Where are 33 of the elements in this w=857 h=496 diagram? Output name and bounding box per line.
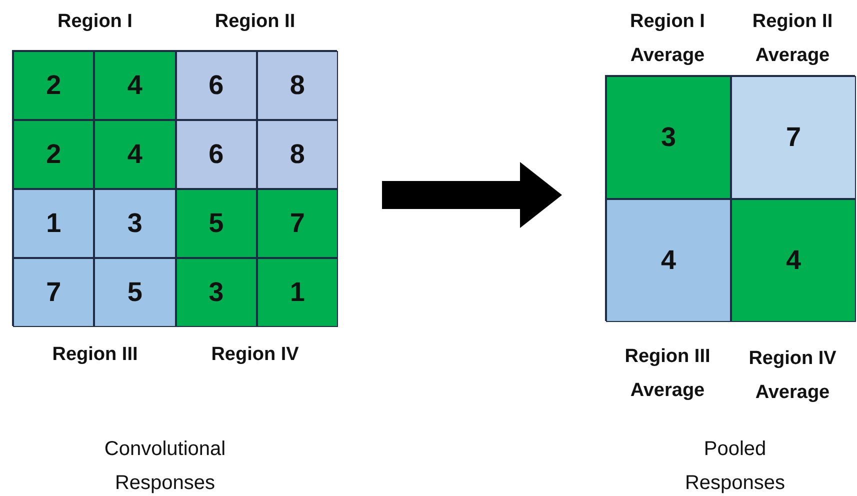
grid-cell: 8 <box>256 120 338 189</box>
grid-background <box>605 75 855 321</box>
grid-cell: 7 <box>731 76 856 199</box>
grid-cell: 3 <box>176 258 257 327</box>
region-label: Region I Average <box>629 10 706 68</box>
caption-text: Pooled Responses <box>684 437 786 496</box>
caption-text: Convolutional Responses <box>103 437 227 496</box>
grid-cell: 4 <box>94 120 176 189</box>
grid-cell: 7 <box>256 189 338 258</box>
grid-cell: 8 <box>256 51 338 120</box>
grid-cell: 6 <box>176 120 257 189</box>
grid-cell: 4 <box>731 199 856 322</box>
grid-cell: 7 <box>13 258 94 327</box>
grid-cell: 6 <box>176 51 257 120</box>
grid-cell: 1 <box>256 258 338 327</box>
grid-cell: 3 <box>94 189 176 258</box>
grid-cell: 4 <box>94 51 176 120</box>
region-label: Region II <box>214 10 296 34</box>
grid-cell: 5 <box>176 189 257 258</box>
arrow <box>382 162 562 228</box>
grid-cell: 4 <box>606 199 731 322</box>
grid-cell: 5 <box>94 258 176 327</box>
grid-cell: 1 <box>13 189 94 258</box>
region-label: Region IV <box>210 343 300 367</box>
grid-background <box>12 50 337 326</box>
grid-cell: 2 <box>13 120 94 189</box>
grid-cell: 2 <box>13 51 94 120</box>
region-label: Region III Average <box>624 345 712 403</box>
grid-cell: 3 <box>606 76 731 199</box>
region-label: Region IV Average <box>748 347 838 405</box>
region-label: Region I <box>56 10 134 34</box>
region-label: Region III <box>51 343 139 367</box>
region-label: Region II Average <box>751 10 834 68</box>
